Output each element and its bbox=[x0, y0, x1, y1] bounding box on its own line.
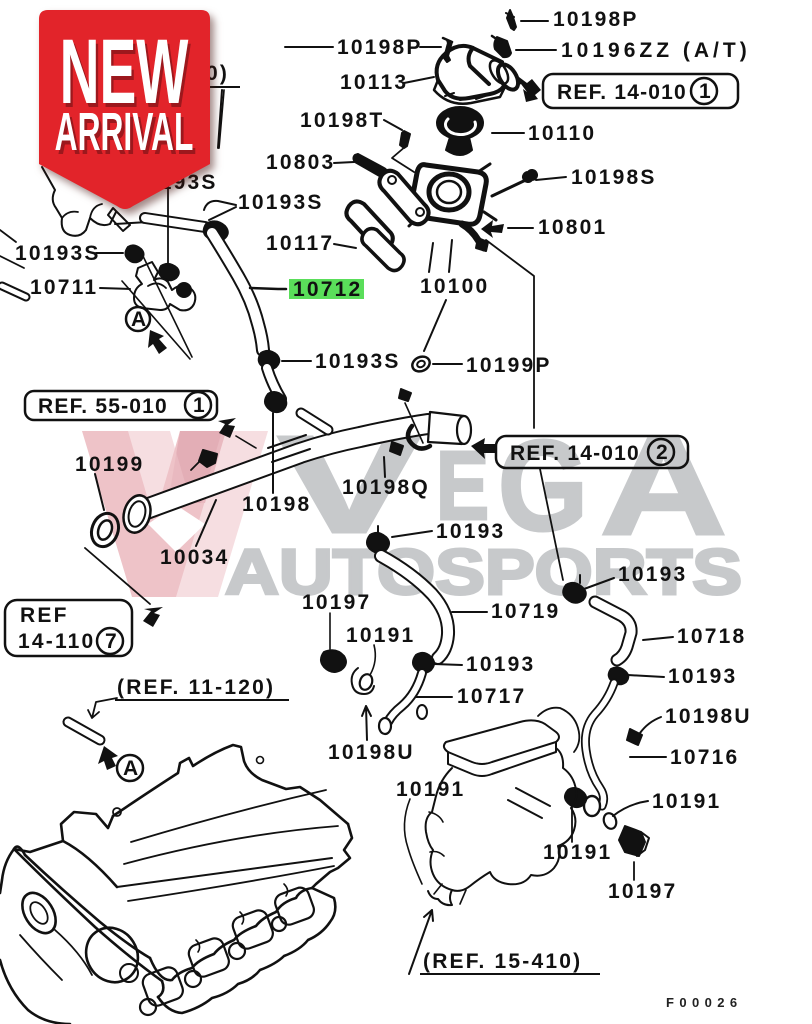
svg-text:10191: 10191 bbox=[652, 790, 721, 813]
svg-text:10198P: 10198P bbox=[553, 8, 639, 31]
svg-text:10193: 10193 bbox=[466, 653, 535, 676]
svg-text:10716: 10716 bbox=[670, 746, 739, 769]
svg-text:14-110: 14-110 bbox=[18, 630, 95, 653]
svg-text:10198U: 10198U bbox=[665, 705, 752, 728]
svg-text:10100: 10100 bbox=[420, 275, 489, 298]
svg-text:10199P: 10199P bbox=[466, 354, 552, 377]
svg-text:A: A bbox=[600, 410, 727, 564]
svg-text:10191: 10191 bbox=[543, 841, 612, 864]
svg-text:A: A bbox=[123, 757, 138, 780]
svg-text:10198U: 10198U bbox=[328, 741, 415, 764]
svg-text:A: A bbox=[131, 308, 146, 331]
svg-text:10110: 10110 bbox=[528, 122, 596, 145]
svg-text:10034: 10034 bbox=[160, 546, 229, 569]
svg-text:1: 1 bbox=[699, 80, 711, 103]
svg-text:NEW: NEW bbox=[60, 21, 189, 124]
svg-text:REF. 55-010: REF. 55-010 bbox=[38, 395, 168, 418]
svg-text:10113: 10113 bbox=[340, 71, 408, 94]
svg-text:2: 2 bbox=[656, 441, 668, 464]
svg-text:10193S: 10193S bbox=[15, 242, 101, 265]
svg-text:10193S: 10193S bbox=[238, 191, 324, 214]
svg-text:10803: 10803 bbox=[266, 151, 335, 174]
svg-text:10191: 10191 bbox=[346, 624, 415, 647]
svg-text:(REF. 11-120): (REF. 11-120) bbox=[117, 676, 275, 699]
svg-text:10193: 10193 bbox=[618, 563, 687, 586]
svg-text:AUTOSPORTS: AUTOSPORTS bbox=[225, 536, 742, 608]
svg-text:10712: 10712 bbox=[293, 278, 362, 301]
svg-text:10193: 10193 bbox=[436, 520, 505, 543]
svg-text:10193S: 10193S bbox=[315, 350, 401, 373]
svg-text:10718: 10718 bbox=[677, 625, 746, 648]
svg-text:1: 1 bbox=[193, 394, 205, 417]
svg-text:10198S: 10198S bbox=[571, 166, 657, 189]
svg-text:7: 7 bbox=[105, 630, 117, 653]
svg-text:10711: 10711 bbox=[30, 276, 98, 299]
svg-text:(REF. 15-410): (REF. 15-410) bbox=[423, 950, 582, 973]
svg-text:10198: 10198 bbox=[242, 493, 311, 516]
svg-text:REF. 14-010: REF. 14-010 bbox=[510, 442, 640, 465]
svg-text:REF: REF bbox=[20, 604, 69, 627]
svg-text:10199: 10199 bbox=[75, 453, 144, 476]
svg-text:REF. 14-010: REF. 14-010 bbox=[557, 81, 687, 104]
svg-text:ARRIVAL: ARRIVAL bbox=[55, 102, 194, 162]
svg-text:F00026: F00026 bbox=[666, 995, 743, 1010]
svg-text:ARRIVAL: ARRIVAL bbox=[58, 106, 197, 166]
svg-text:10197: 10197 bbox=[608, 880, 677, 903]
svg-text:10717: 10717 bbox=[457, 685, 526, 708]
svg-text:10801: 10801 bbox=[538, 216, 607, 239]
svg-text:0): 0) bbox=[206, 62, 229, 85]
svg-text:10191: 10191 bbox=[396, 778, 465, 801]
svg-text:10197: 10197 bbox=[302, 591, 371, 614]
svg-text:10198P: 10198P bbox=[337, 36, 423, 59]
svg-text:10196ZZ (A/T): 10196ZZ (A/T) bbox=[561, 39, 751, 62]
svg-text:10117: 10117 bbox=[266, 232, 334, 255]
svg-text:10198T: 10198T bbox=[300, 109, 384, 132]
svg-text:NEW: NEW bbox=[62, 25, 191, 128]
svg-text:10193: 10193 bbox=[668, 665, 737, 688]
svg-text:10198Q: 10198Q bbox=[342, 476, 430, 499]
svg-text:10719: 10719 bbox=[491, 600, 560, 623]
